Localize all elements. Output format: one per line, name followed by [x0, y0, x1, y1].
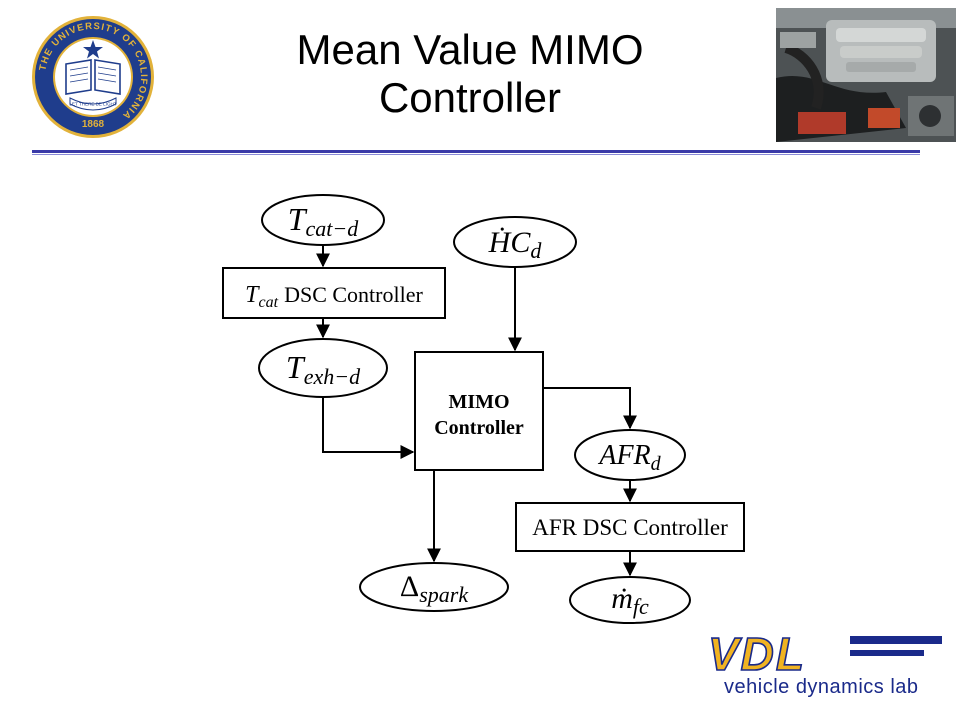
tcat-dsc-controller-block: [222, 267, 446, 319]
university-seal-icon: THE UNIVERSITY OF CALIFORNIA LET THERE B…: [32, 16, 154, 138]
texh-d-label: Texh−d: [286, 349, 361, 389]
tcat-d-label: Tcat−d: [288, 201, 360, 241]
delta-spark-label: Δspark: [400, 570, 469, 607]
mimo-controller-block: [414, 351, 544, 471]
title-divider-thin: [32, 154, 920, 155]
mfc-node: [569, 576, 691, 624]
mfc-label: ṁfc: [611, 582, 649, 619]
arrow-mimo-to-afr-d: [543, 387, 637, 430]
slide-title-line2: Controller: [378, 74, 562, 121]
vdl-logo-bar-icon: [850, 636, 942, 644]
afr-dsc-label: AFR DSC Controller: [532, 515, 728, 540]
slide-title: Mean Value MIMO Controller: [200, 26, 740, 122]
engine-photo: [776, 8, 956, 142]
arrow-texh-d-to-mimo: [322, 397, 415, 459]
vdl-logo-bar-icon-2: [850, 650, 924, 656]
seal-year: 1868: [82, 119, 105, 130]
title-divider: [32, 150, 920, 153]
mimo-label-line2: Controller: [434, 417, 524, 439]
engine-image-icon: [776, 8, 956, 142]
vdl-logo: VDL: [707, 632, 942, 681]
vdl-tagline: vehicle dynamics lab: [724, 676, 919, 698]
mimo-label-line1: MIMO: [448, 391, 509, 413]
seal-motto: LET THERE BE LIGHT: [69, 102, 117, 107]
slide-title-line1: Mean Value MIMO: [296, 26, 644, 73]
hc-d-label: ḢCd: [488, 226, 543, 263]
afr-d-label: AFRd: [597, 440, 661, 475]
vdl-logo-text: VDL: [708, 632, 806, 680]
delta-spark-node: [359, 562, 509, 612]
